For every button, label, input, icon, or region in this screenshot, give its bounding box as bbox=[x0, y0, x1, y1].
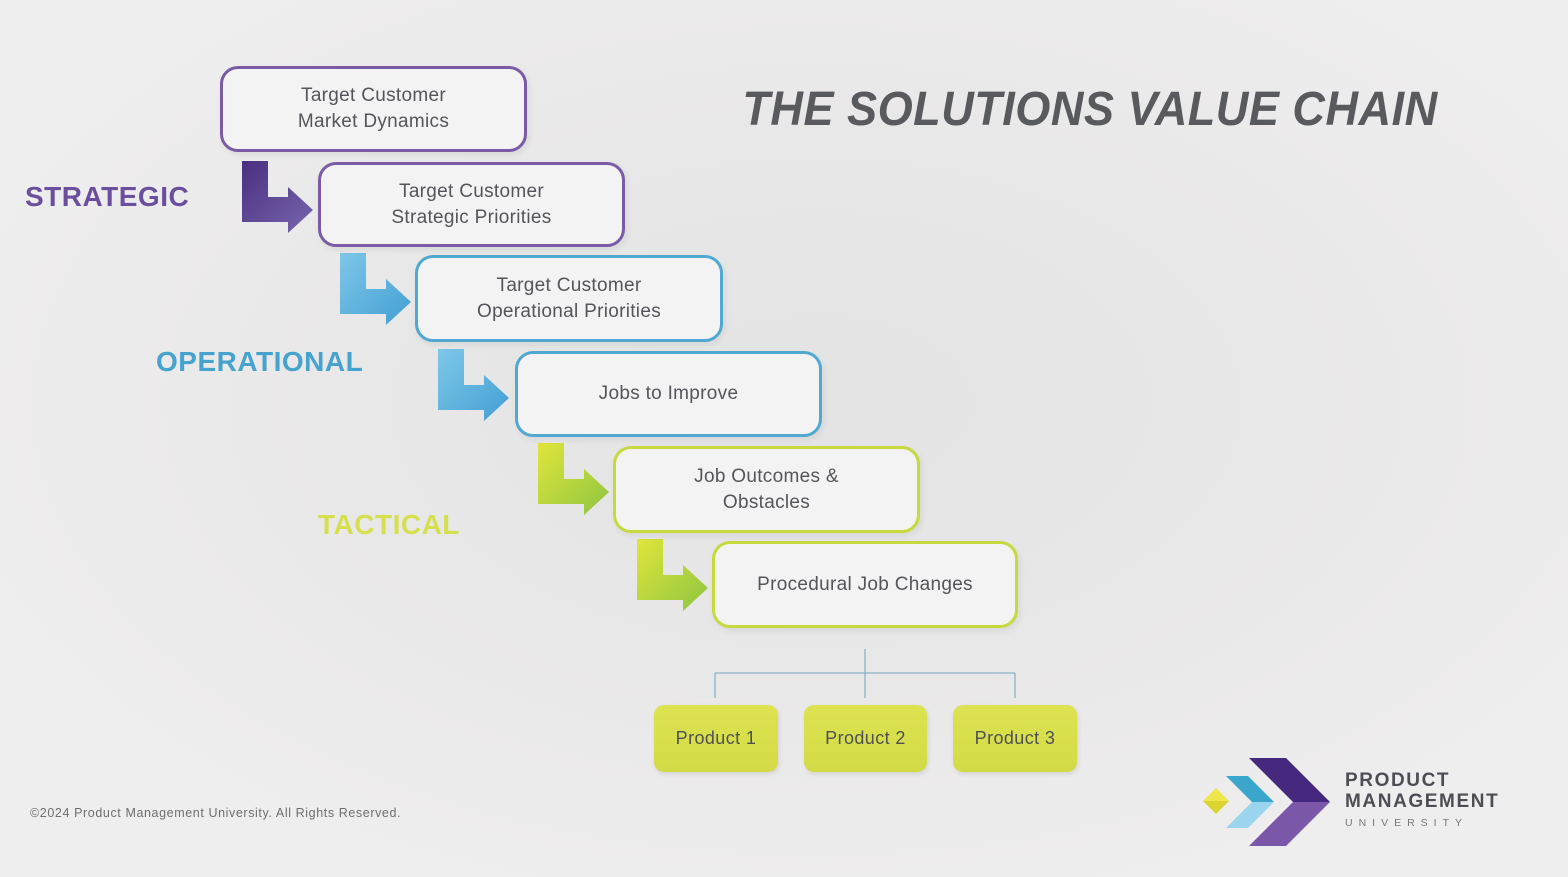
elbow-arrow-icon-operational-1 bbox=[340, 253, 411, 325]
flow-box-market-dynamics: Target Customer Market Dynamics bbox=[220, 66, 527, 152]
product-box-1: Product 1 bbox=[654, 705, 778, 772]
elbow-arrow-icon-operational-2 bbox=[438, 349, 509, 421]
flow-box-procedural-job-changes: Procedural Job Changes bbox=[712, 541, 1018, 628]
logo-text-product: PRODUCT bbox=[1345, 770, 1451, 791]
tier-label-strategic: STRATEGIC bbox=[25, 181, 190, 212]
product-box-3: Product 3 bbox=[953, 705, 1077, 772]
logo-blue-chevron-top bbox=[1226, 776, 1274, 802]
flow-box-strategic-priorities: Target Customer Strategic Priorities bbox=[318, 162, 625, 247]
logo-text-management: MANAGEMENT bbox=[1345, 791, 1500, 812]
copyright-text: ©2024 Product Management University. All… bbox=[30, 806, 402, 820]
tier-label-tactical: TACTICAL bbox=[318, 509, 460, 540]
logo-blue-chevron-bottom bbox=[1226, 802, 1274, 828]
product-box-2: Product 2 bbox=[804, 705, 927, 772]
pmu-logo-wordmark: PRODUCT MANAGEMENT UNIVERSITY bbox=[1345, 771, 1499, 829]
logo-diamond-bottom bbox=[1203, 801, 1229, 814]
elbow-arrow-icon-tactical-2 bbox=[637, 539, 708, 611]
flow-box-jobs-to-improve: Jobs to Improve bbox=[515, 351, 822, 437]
logo-diamond-top bbox=[1203, 788, 1229, 801]
logo-purple-chevron-bottom bbox=[1249, 802, 1330, 846]
page-title: THE SOLUTIONS VALUE CHAIN bbox=[742, 83, 1438, 136]
logo-purple-chevron-top bbox=[1249, 758, 1330, 802]
flow-box-operational-priorities: Target Customer Operational Priorities bbox=[415, 255, 723, 342]
logo-text-university: UNIVERSITY bbox=[1345, 817, 1469, 829]
product-connector-lines bbox=[714, 649, 1016, 698]
elbow-arrow-icon-strategic bbox=[242, 161, 313, 233]
flow-box-job-outcomes: Job Outcomes & Obstacles bbox=[613, 446, 920, 533]
elbow-arrow-icon-tactical-1 bbox=[538, 443, 609, 515]
tier-label-operational: OPERATIONAL bbox=[156, 346, 364, 377]
pmu-logo-icon bbox=[1203, 758, 1330, 846]
